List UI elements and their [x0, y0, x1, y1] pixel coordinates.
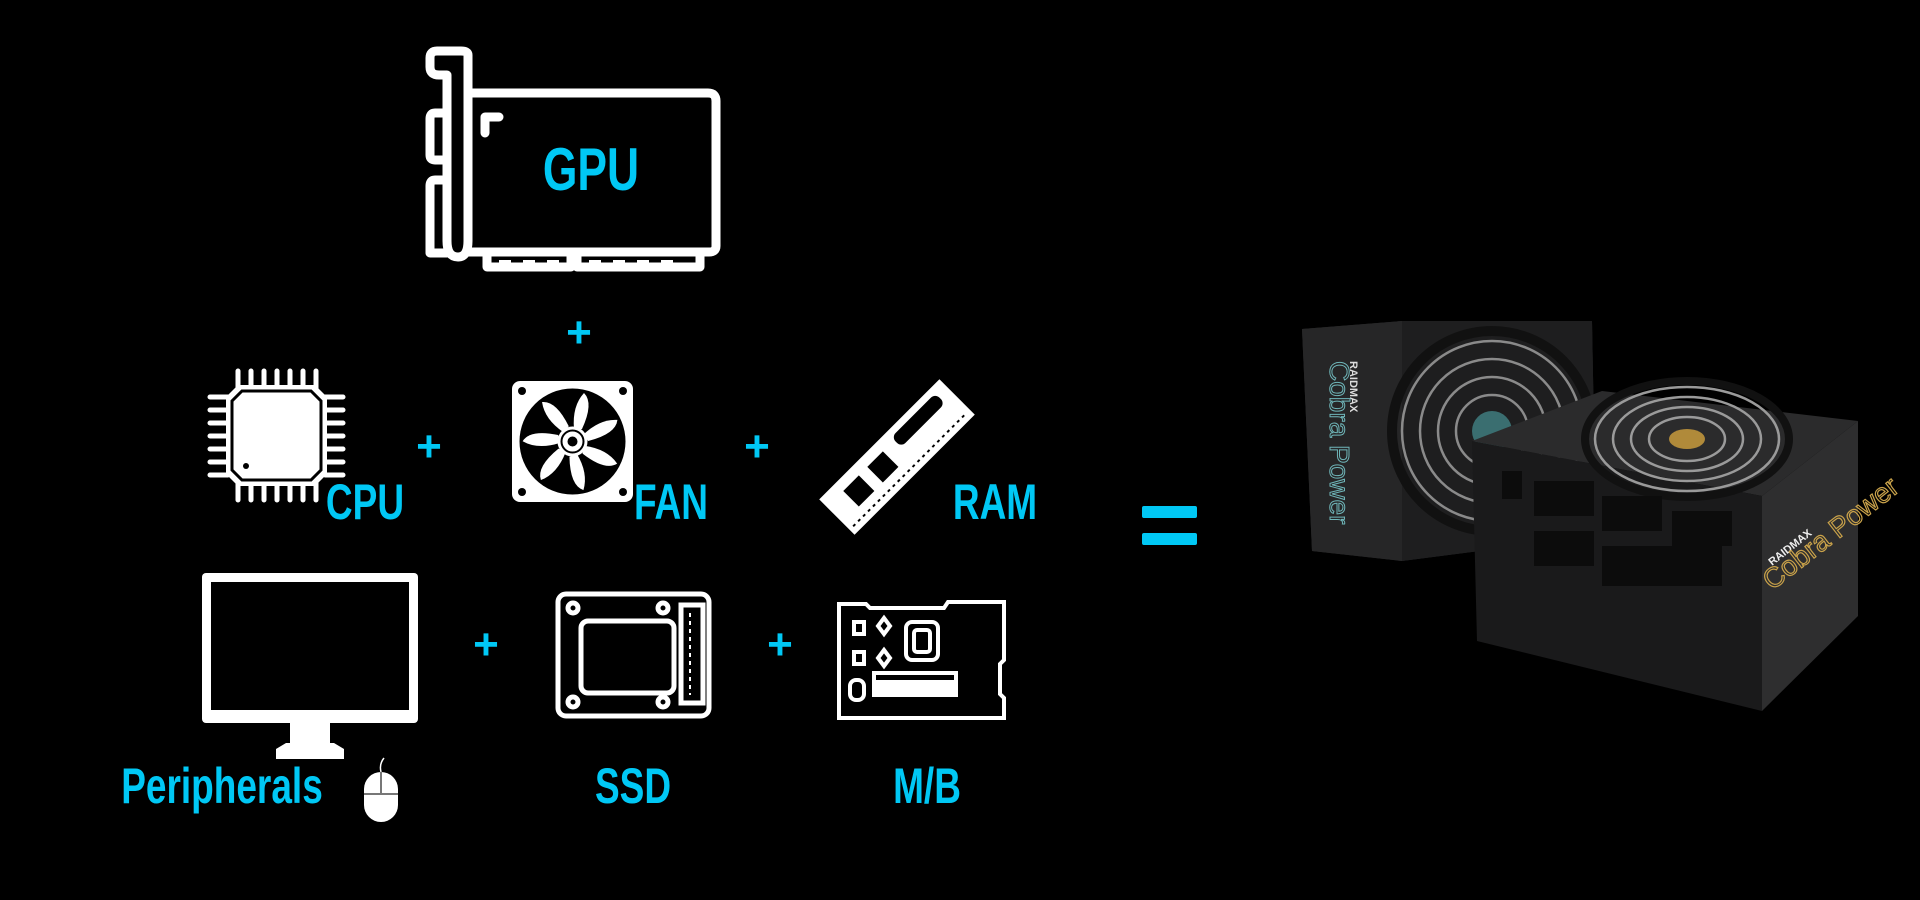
plus-sign: +	[566, 308, 592, 357]
fan-label: FAN	[634, 474, 708, 530]
ssd-label: SSD	[594, 758, 672, 814]
gpu-label: GPU	[542, 136, 640, 203]
ssd-icon	[555, 591, 712, 719]
peripherals-label: Peripherals	[121, 758, 323, 814]
cpu-label: CPU	[325, 474, 405, 530]
ram-label: RAM	[952, 474, 1038, 530]
cpu-chip-icon	[207, 368, 346, 503]
plus-sign: +	[767, 620, 793, 669]
ram-module-icon	[819, 379, 975, 535]
graphics-card-icon	[425, 46, 721, 272]
plus-sign: +	[416, 422, 442, 471]
back-psu-brand: RAIDMAX	[1347, 361, 1359, 413]
plus-sign: +	[473, 620, 499, 669]
back-psu-name: Cobra Power	[1324, 361, 1355, 524]
psu-product-image: RAIDMAX Cobra Power RAIDMAX Cobra Power	[1302, 321, 1905, 711]
equals-bar-bottom	[1142, 533, 1197, 545]
motherboard-icon	[837, 600, 1006, 720]
plus-sign: +	[744, 422, 770, 471]
monitor-icon	[202, 573, 418, 759]
mouse-icon	[364, 757, 398, 822]
fan-icon	[512, 381, 633, 502]
equals-bar-top	[1142, 506, 1197, 518]
mb-label: M/B	[893, 758, 961, 814]
